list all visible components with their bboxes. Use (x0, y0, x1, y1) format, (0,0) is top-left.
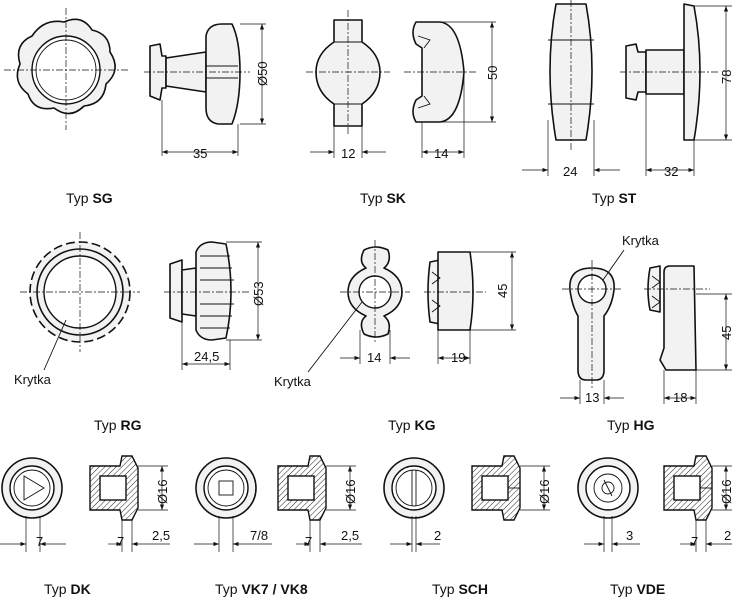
dim-rg-diameter: Ø53 (251, 281, 266, 306)
caption-typ-vde: Typ VDE (610, 581, 666, 597)
sg-front-view (4, 8, 128, 130)
sk-side-view (404, 21, 496, 158)
dim-dk-a: 7 (36, 534, 43, 549)
caption-typ-sg: Typ SG (66, 190, 113, 206)
sch-section-view (471, 455, 550, 521)
dim-sch-diameter: Ø16 (537, 479, 552, 504)
dim-sk-width-a: 12 (341, 146, 355, 161)
dim-hg-width-a: 13 (585, 390, 599, 405)
hg-krytka-label: Krytka (622, 233, 660, 248)
dim-kg-width-b: 19 (451, 350, 465, 365)
dim-dk-diameter: Ø16 (155, 479, 170, 504)
caption-typ-vk: Typ VK7 / VK8 (215, 581, 308, 597)
caption-typ-sk: Typ SK (360, 190, 406, 206)
dim-sg-diameter: Ø50 (255, 61, 270, 86)
st-side-view (620, 3, 732, 176)
dk-section-view (89, 455, 170, 552)
hg-side-view (644, 265, 732, 404)
caption-typ-dk: Typ DK (44, 581, 91, 597)
dim-sk-height: 50 (485, 66, 500, 80)
sk-front-view (306, 10, 390, 158)
dim-vde-b: 7 (691, 534, 698, 549)
dim-sg-width: 35 (193, 146, 207, 161)
dim-vk-diameter: Ø16 (343, 479, 358, 504)
dim-st-height: 78 (719, 70, 732, 84)
kg-side-view (424, 251, 516, 364)
vk-section-view (277, 455, 362, 552)
vk-front-view (194, 457, 272, 552)
dim-hg-width-b: 18 (673, 390, 687, 405)
dim-dk-b: 7 (117, 534, 124, 549)
vde-front-view (577, 457, 640, 552)
dim-st-width-a: 24 (563, 164, 577, 179)
caption-typ-kg: Typ KG (388, 417, 436, 433)
caption-typ-rg: Typ RG (94, 417, 142, 433)
rg-krytka-label: Krytka (14, 372, 52, 387)
dim-sk-width-b: 14 (434, 146, 448, 161)
dim-vk-c: 2,5 (341, 528, 359, 543)
dim-vde-c: 2 (724, 528, 731, 543)
dim-st-width-b: 32 (664, 164, 678, 179)
kg-front-view (307, 240, 410, 373)
dim-rg-width: 24,5 (194, 349, 219, 364)
sg-side-view (144, 23, 266, 156)
caption-typ-hg: Typ HG (607, 417, 655, 433)
dim-kg-height: 45 (495, 284, 510, 298)
dim-kg-width-a: 14 (367, 350, 381, 365)
st-front-view (522, 0, 620, 176)
dim-vk-a: 7/8 (250, 528, 268, 543)
sch-front-view (383, 457, 445, 552)
hg-front-view (560, 249, 625, 404)
caption-typ-st: Typ ST (592, 190, 637, 206)
vde-section-view (663, 455, 732, 552)
dim-hg-height: 45 (719, 326, 732, 340)
kg-krytka-label: Krytka (274, 374, 312, 389)
dim-vk-b: 7 (305, 534, 312, 549)
dim-vde-a: 3 (626, 528, 633, 543)
dim-dk-c: 2,5 (152, 528, 170, 543)
dk-front-view (0, 457, 66, 552)
dim-sch-a: 2 (434, 528, 441, 543)
dim-vde-diameter: Ø16 (719, 479, 732, 504)
rg-front-view (20, 232, 140, 371)
rg-side-view (164, 241, 262, 370)
caption-typ-sch: Typ SCH (432, 581, 489, 597)
